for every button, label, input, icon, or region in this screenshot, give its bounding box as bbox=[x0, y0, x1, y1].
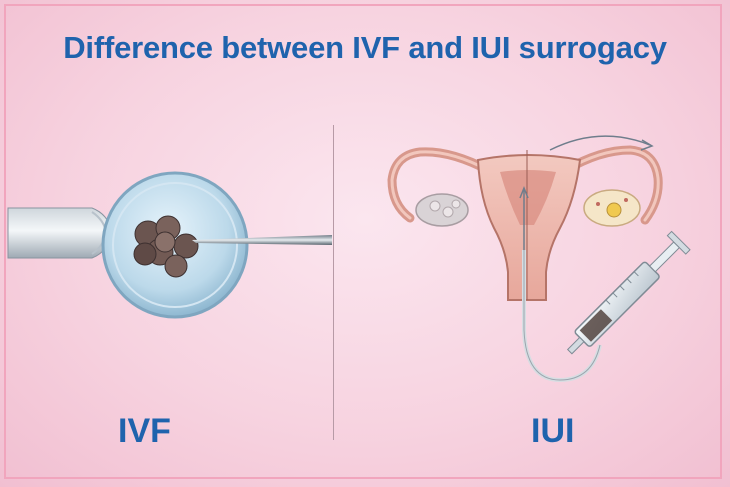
panel-divider bbox=[333, 125, 334, 440]
label-ivf: IVF bbox=[118, 412, 171, 450]
left-ovary bbox=[415, 193, 469, 227]
embryo-cells bbox=[133, 215, 199, 278]
sperm-path-arrows bbox=[519, 135, 654, 250]
injection-needle bbox=[192, 235, 332, 245]
right-ovary bbox=[583, 189, 641, 227]
page-title: Difference between IVF and IUI surrogacy bbox=[63, 30, 667, 65]
syringe bbox=[566, 230, 691, 355]
page-border bbox=[4, 4, 722, 479]
uterus bbox=[476, 150, 582, 301]
label-iui: IUI bbox=[531, 412, 575, 450]
catheter-tube bbox=[522, 250, 602, 383]
